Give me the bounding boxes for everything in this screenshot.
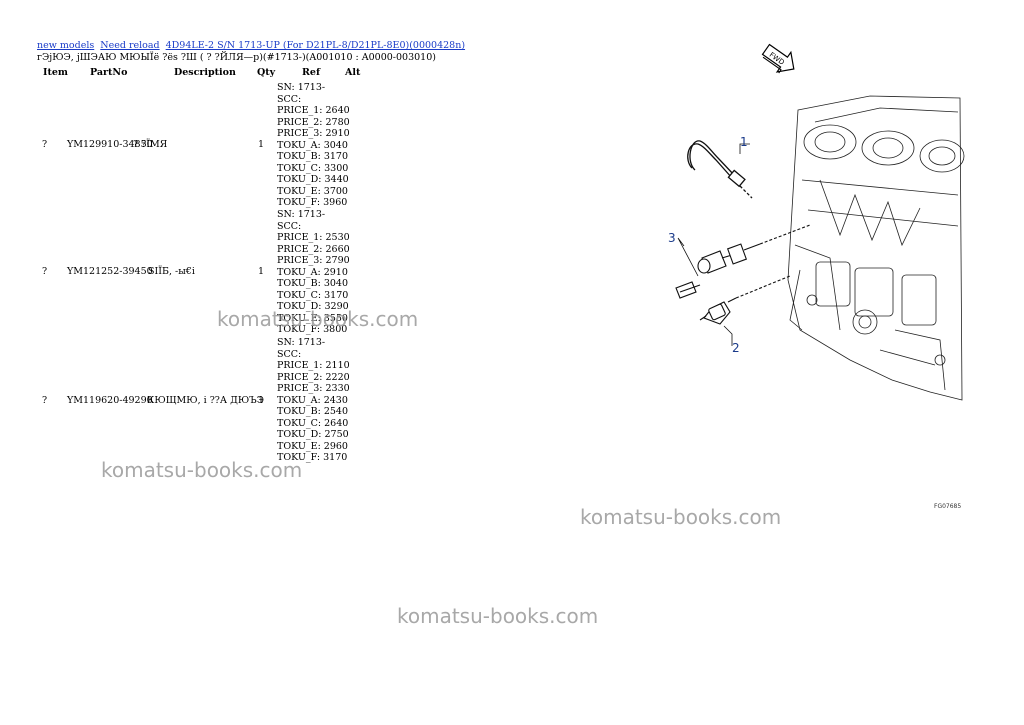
watermark: komatsu-books.com: [580, 505, 782, 529]
header-description: Description: [174, 67, 236, 78]
ref-line: TOKU_B: 3170: [277, 151, 349, 162]
part-bolt-adapter: [675, 224, 811, 299]
row-qty: 1: [258, 139, 265, 150]
watermark: komatsu-books.com: [397, 604, 599, 628]
row-ref: SN: 1713- SCC: PRICE_1: 2530 PRICE_2: 26…: [277, 209, 350, 336]
row-qty: 1: [258, 395, 265, 406]
ref-line: TOKU_F: 3170: [277, 452, 348, 463]
row-item: ?: [42, 395, 48, 406]
ref-line: TOKU_B: 3040: [277, 278, 349, 289]
ref-line: PRICE_3: 2330: [277, 383, 350, 394]
ref-line: TOKU_D: 3440: [277, 174, 349, 185]
ref-line: TOKU_C: 2640: [277, 417, 349, 429]
ref-line: SN: 1713-: [277, 209, 326, 220]
engine-block: [787, 95, 965, 401]
part-oil-gauge: [687, 140, 753, 199]
row-ref: SN: 1713- SCC: PRICE_1: 2110 PRICE_2: 22…: [277, 337, 350, 464]
ref-line: TOKU_F: 3960: [277, 197, 348, 208]
header-ref: Ref: [302, 67, 321, 78]
ref-line: PRICE_3: 2910: [277, 128, 350, 139]
ref-line: PRICE_2: 2660: [277, 243, 350, 255]
callout-3: 3: [668, 231, 676, 245]
row-item: ?: [42, 266, 48, 277]
ref-line: TOKU_F: 3800: [277, 324, 348, 335]
ref-line: SN: 1713-: [277, 337, 326, 348]
ref-line: SCC:: [277, 348, 302, 360]
ref-line: TOKU_E: 3700: [277, 185, 348, 197]
ref-line: PRICE_2: 2780: [277, 116, 350, 128]
row-partno: YM121252-39450: [67, 266, 153, 277]
link-need-reload[interactable]: Need reload: [100, 40, 160, 51]
callout-1: 1: [740, 135, 748, 149]
ref-line: TOKU_A: 2430: [277, 394, 348, 406]
page-subtitle: гЭјЮЭ, јШЭАЮ МЮЫЇё ?ёs ?Ш ( ? ?ЙЛЯ—р)(#1…: [37, 52, 436, 63]
ref-line: TOKU_D: 3290: [277, 301, 349, 312]
header-qty: Qty: [257, 67, 276, 78]
ref-line: PRICE_1: 2640: [277, 105, 350, 116]
ref-line: PRICE_3: 2790: [277, 255, 350, 266]
header-item: Item: [43, 67, 68, 78]
ref-line: TOKU_A: 2910: [277, 266, 348, 278]
ref-line: SCC:: [277, 220, 302, 232]
breadcrumb: new models Need reload 4D94LE-2 S/N 1713…: [37, 40, 468, 51]
watermark: komatsu-books.com: [217, 307, 419, 331]
row-partno: YM129910-34850: [67, 139, 153, 150]
ref-line: TOKU_A: 3040: [277, 139, 348, 151]
ref-line: PRICE_1: 2110: [277, 360, 350, 371]
row-description: КЮЩМЮ, і ??А ДЮЪЭ: [147, 395, 264, 406]
ref-line: TOKU_C: 3170: [277, 289, 349, 301]
ref-line: TOKU_E: 3550: [277, 312, 348, 324]
ref-line: TOKU_E: 2960: [277, 440, 348, 452]
callout-leaders: [677, 143, 750, 346]
ref-line: PRICE_2: 2220: [277, 371, 350, 383]
link-model[interactable]: 4D94LE-2 S/N 1713-UP (For D21PL-8/D21PL-…: [165, 40, 466, 51]
ref-line: TOKU_B: 2540: [277, 406, 349, 417]
watermark: komatsu-books.com: [101, 458, 303, 482]
parts-diagram: FWD: [668, 43, 965, 401]
ref-line: TOKU_D: 2750: [277, 429, 349, 440]
row-item: ?: [42, 139, 48, 150]
part-pressure-sensor: [699, 275, 791, 325]
header-partno: PartNo: [90, 67, 128, 78]
figure-code: FG07685: [934, 503, 962, 510]
ref-line: SN: 1713-: [277, 82, 326, 93]
ref-line: SCC:: [277, 93, 302, 105]
row-ref: SN: 1713- SCC: PRICE_1: 2640 PRICE_2: 27…: [277, 82, 350, 209]
header-alt: Alt: [345, 67, 361, 78]
ref-line: TOKU_C: 3300: [277, 162, 349, 174]
link-new-models[interactable]: new models: [37, 40, 95, 51]
row-description: SIЇБ, -ы€і: [148, 266, 195, 277]
row-description: ? ?ЇМЯ: [133, 139, 168, 150]
row-partno: YM119620-49290: [67, 395, 153, 406]
row-qty: 1: [258, 266, 265, 277]
fwd-arrow-icon: FWD: [761, 43, 795, 74]
callout-2: 2: [732, 341, 740, 355]
ref-line: PRICE_1: 2530: [277, 232, 350, 243]
